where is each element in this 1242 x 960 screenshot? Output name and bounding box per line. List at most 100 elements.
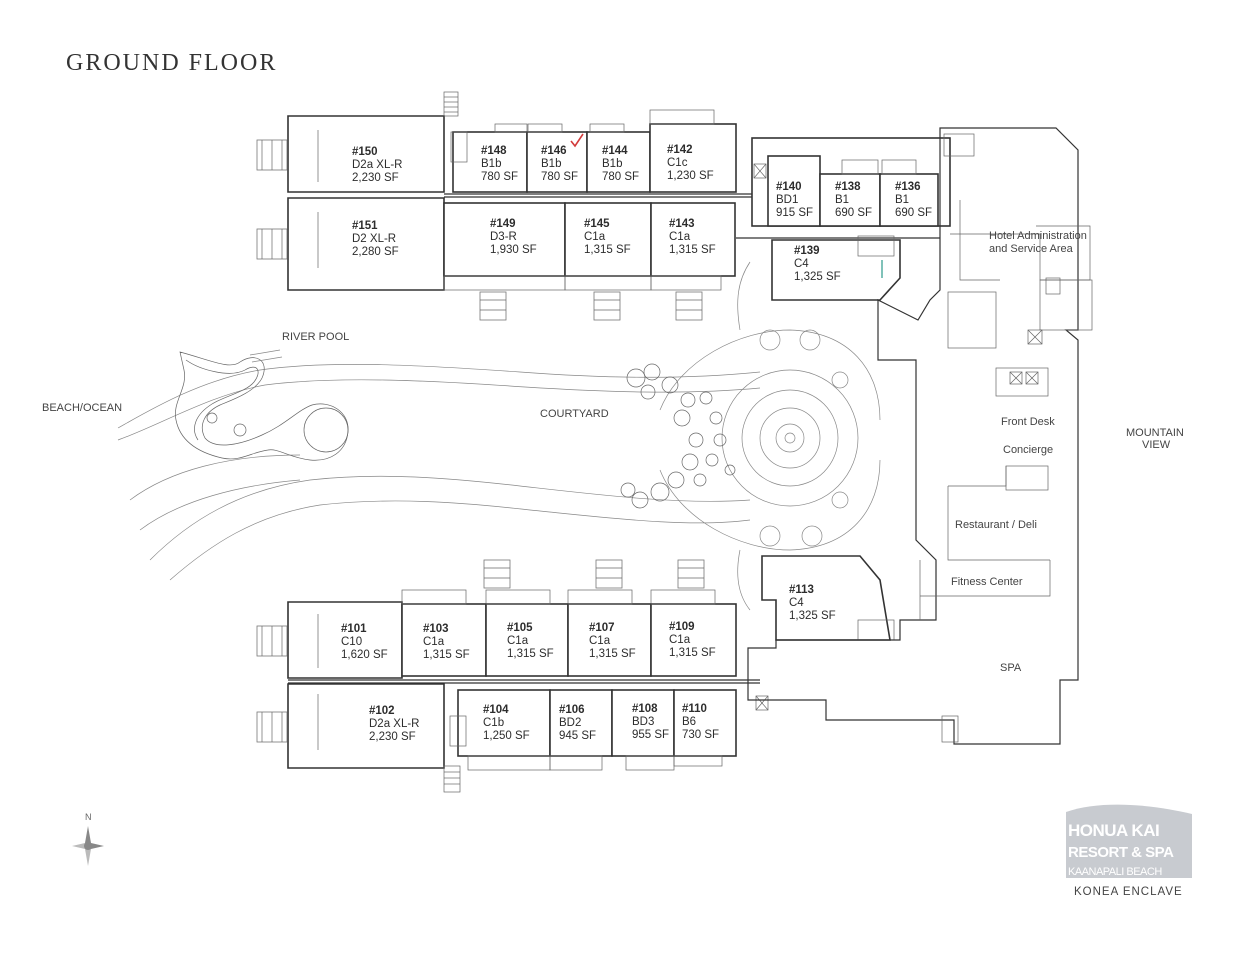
unit-type: B6 xyxy=(682,716,696,728)
mountain-view-label: MOUNTAIN xyxy=(1126,427,1184,439)
unit-area: 1,620 SF xyxy=(341,649,388,661)
landscape xyxy=(117,261,881,611)
unit-area: 1,325 SF xyxy=(794,271,841,283)
unit-area: 1,315 SF xyxy=(584,244,631,256)
beach-ocean-label: BEACH/OCEAN xyxy=(42,402,122,414)
honua-kai-logo: HONUA KAI RESORT & SPA KAANAPALI BEACH K… xyxy=(1066,804,1192,898)
unit-number: #101 xyxy=(341,623,367,635)
patio-furniture xyxy=(256,139,705,743)
logo-line-3: KAANAPALI BEACH xyxy=(1068,866,1162,878)
south-wing xyxy=(287,555,895,793)
unit-number: #150 xyxy=(352,146,378,158)
unit-number: #107 xyxy=(589,622,615,634)
unit-number: #142 xyxy=(667,144,693,156)
unit-number: #110 xyxy=(682,703,707,715)
concierge-label: Concierge xyxy=(1003,444,1053,456)
checkmark-icon xyxy=(570,133,584,148)
unit-area: 690 SF xyxy=(895,207,932,219)
unit-type: D2a XL-R xyxy=(352,159,403,171)
unit-number: #139 xyxy=(794,245,820,257)
unit-type: BD2 xyxy=(559,717,581,729)
unit-area: 1,315 SF xyxy=(423,649,470,661)
unit-number: #136 xyxy=(895,181,921,193)
mountain-view-label-2: VIEW xyxy=(1142,439,1171,451)
unit-type: C1a xyxy=(584,231,606,243)
unit-area: 1,250 SF xyxy=(483,730,530,742)
courtyard-label: COURTYARD xyxy=(540,408,609,420)
spa-label: SPA xyxy=(1000,662,1022,674)
hotel-admin-label: Hotel Administration xyxy=(989,230,1087,242)
logo-line-1: HONUA KAI xyxy=(1068,821,1159,840)
fitness-label: Fitness Center xyxy=(951,576,1023,588)
unit-area: 780 SF xyxy=(602,171,639,183)
unit-number: #144 xyxy=(602,145,628,157)
compass-rose: N xyxy=(72,812,104,866)
hotel-building xyxy=(747,127,1093,745)
unit-area: 2,230 SF xyxy=(352,172,399,184)
unit-area: 945 SF xyxy=(559,730,596,742)
unit-number: #140 xyxy=(776,181,802,193)
unit-area: 2,280 SF xyxy=(352,246,399,258)
restaurant-label: Restaurant / Deli xyxy=(955,519,1037,531)
unit-number: #146 xyxy=(541,145,567,157)
unit-type: C1b xyxy=(483,717,504,729)
hotel-admin-label-2: and Service Area xyxy=(989,243,1074,255)
unit-area: 780 SF xyxy=(481,171,518,183)
unit-type: BD3 xyxy=(632,716,654,728)
unit-number: #108 xyxy=(632,703,658,715)
unit-type: D2 XL-R xyxy=(352,233,396,245)
unit-number: #104 xyxy=(483,704,509,716)
unit-type: B1b xyxy=(602,158,622,170)
unit-type: BD1 xyxy=(776,194,798,206)
unit-area: 915 SF xyxy=(776,207,813,219)
unit-number: #113 xyxy=(789,584,814,596)
unit-type: C1a xyxy=(669,231,691,243)
unit-type: B1b xyxy=(541,158,561,170)
unit-number: #149 xyxy=(490,218,516,230)
river-pool-label: RIVER POOL xyxy=(282,331,349,343)
unit-type: D2a XL-R xyxy=(369,718,420,730)
unit-area: 1,230 SF xyxy=(667,170,714,182)
unit-number: #105 xyxy=(507,622,533,634)
unit-type: D3-R xyxy=(490,231,517,243)
page-title: GROUND FLOOR xyxy=(66,50,277,76)
unit-number: #151 xyxy=(352,220,378,232)
unit-type: C10 xyxy=(341,636,362,648)
unit-area: 1,315 SF xyxy=(589,648,636,660)
unit-area: 780 SF xyxy=(541,171,578,183)
unit-area: 690 SF xyxy=(835,207,872,219)
north-wing xyxy=(287,91,951,301)
unit-area: 1,315 SF xyxy=(669,244,716,256)
unit-number: #138 xyxy=(835,181,861,193)
front-desk-label: Front Desk xyxy=(1001,416,1055,428)
unit-type: C1c xyxy=(667,157,688,169)
unit-number: #145 xyxy=(584,218,610,230)
unit-number: #106 xyxy=(559,704,585,716)
